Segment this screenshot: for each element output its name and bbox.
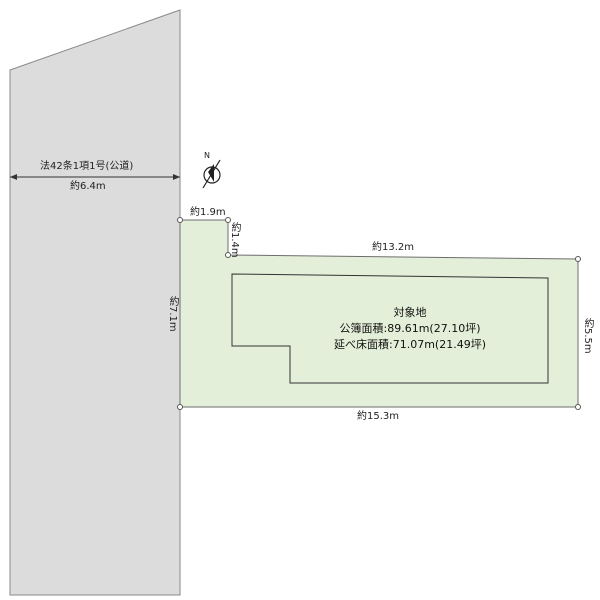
- road-area: [9, 9, 181, 596]
- dimension-bottom: 約15.3m: [357, 411, 400, 422]
- road-label: 法42条1項1号(公道): [40, 161, 134, 172]
- floor-area: 延べ床面積:71.07m(21.49坪): [334, 338, 486, 351]
- building-outline: [231, 273, 549, 384]
- site-info: 対象地 公簿面積:89.61m(27.10坪) 延べ床面積:71.07m(21.…: [305, 305, 515, 353]
- corner-marker: [225, 217, 231, 223]
- corner-marker: [177, 217, 183, 223]
- dimension-left: 約7.1m: [167, 296, 178, 332]
- corner-marker: [225, 252, 231, 258]
- corner-marker: [575, 404, 581, 410]
- dimension-top-right: 約13.2m: [372, 242, 415, 253]
- road-width-arrow-right: [173, 174, 180, 180]
- north-arrow-icon: N: [202, 151, 221, 189]
- site-title: 対象地: [393, 306, 427, 319]
- road-width-arrow-left: [10, 174, 17, 180]
- svg-text:N: N: [204, 151, 210, 160]
- corner-marker: [575, 256, 581, 262]
- corner-marker: [177, 404, 183, 410]
- dimension-right: 約5.5m: [582, 318, 593, 354]
- registered-area: 公簿面積:89.61m(27.10坪): [339, 322, 481, 335]
- dimension-top-left: 約1.9m: [190, 207, 226, 218]
- road-width-label: 約6.4m: [70, 181, 106, 192]
- dimension-step: 約1.4m: [229, 222, 240, 258]
